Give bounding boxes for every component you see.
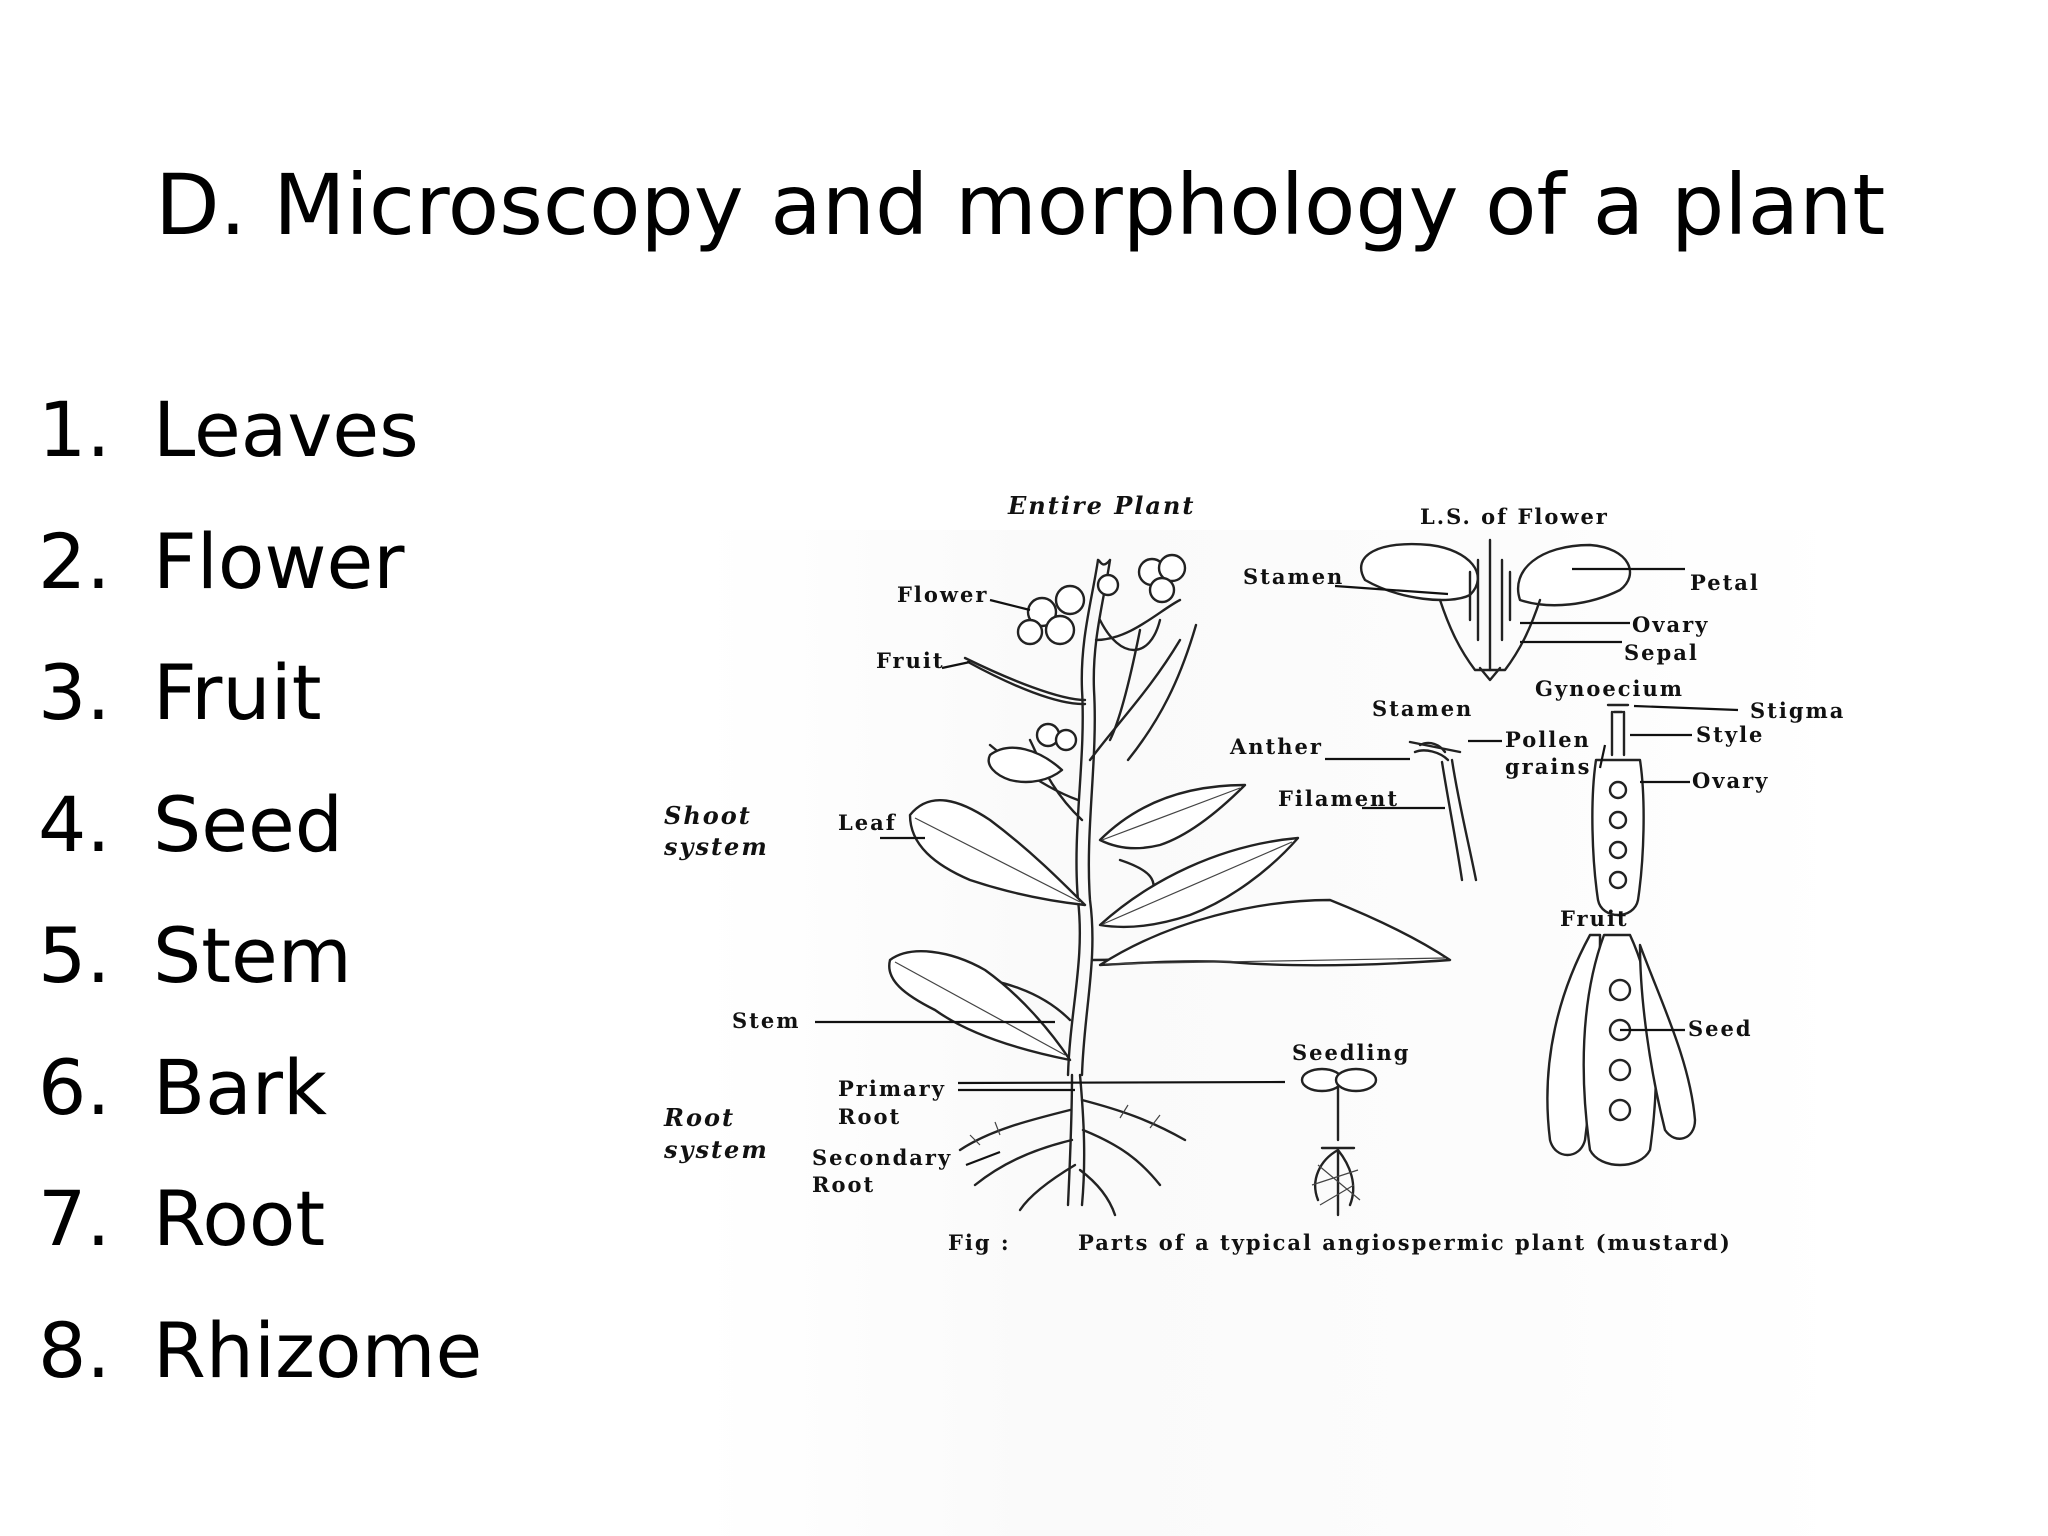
list-number: 7. xyxy=(38,1174,111,1263)
leaf-left-upper xyxy=(908,799,1087,907)
label-seed: Seed xyxy=(1688,1016,1753,1041)
diagram-labels: Entire Plant Flower Fruit Leaf Shoot sys… xyxy=(663,491,1845,1255)
list-label: Root xyxy=(153,1174,326,1263)
list-number: 2. xyxy=(38,516,111,606)
label-secondary: Secondary xyxy=(812,1145,952,1170)
list-label: Stem xyxy=(153,911,352,1000)
label-stigma: Stigma xyxy=(1750,698,1845,723)
label-style: Style xyxy=(1696,722,1764,747)
list-label: Seed xyxy=(153,779,343,869)
label-pollen-grains: grains xyxy=(1505,754,1591,779)
label-root-system: system xyxy=(663,1135,769,1164)
label-primary-root: Root xyxy=(838,1104,901,1129)
label-petal: Petal xyxy=(1690,570,1760,595)
list-item: 6. Bark xyxy=(38,1038,482,1170)
list-number: 6. xyxy=(38,1042,111,1132)
list-item: 8. Rhizome xyxy=(38,1301,482,1433)
gynoecium-drawing xyxy=(1591,703,1645,917)
label-primary: Primary xyxy=(838,1076,946,1101)
label-secondary-root: Root xyxy=(812,1172,875,1197)
list-number: 8. xyxy=(38,1305,111,1395)
leaf-right-lower xyxy=(1098,898,1452,967)
leaf-right-upper xyxy=(1098,783,1247,850)
list-item: 5. Stem xyxy=(38,906,482,1038)
root-sketch xyxy=(958,1073,1187,1217)
fruit-drawing xyxy=(1546,933,1697,1167)
label-flower: Flower xyxy=(897,582,988,607)
list-label: Leaves xyxy=(153,385,419,474)
label-anther: Anther xyxy=(1229,734,1323,759)
list-item: 3. Fruit xyxy=(38,643,482,775)
figure-caption: Parts of a typical angiospermic plant (m… xyxy=(1078,1230,1732,1255)
figure-label: Fig : xyxy=(948,1230,1011,1255)
list-number: 5. xyxy=(38,911,111,1000)
list-label: Bark xyxy=(153,1042,327,1132)
label-entire-plant: Entire Plant xyxy=(1007,491,1195,520)
label-sepal: Sepal xyxy=(1624,640,1699,665)
label-seedling: Seedling xyxy=(1292,1040,1410,1065)
label-ls-flower: L.S. of Flower xyxy=(1420,504,1609,529)
list-item: 7. Root xyxy=(38,1169,482,1301)
flower-sketch xyxy=(1016,553,1187,752)
plant-drawing xyxy=(888,553,1452,1217)
list-number: 4. xyxy=(38,779,111,869)
label-stamen-top: Stamen xyxy=(1243,564,1344,589)
list-label: Rhizome xyxy=(153,1305,483,1395)
list-number: 1. xyxy=(38,385,111,474)
list-number: 3. xyxy=(38,648,111,737)
label-leaf: Leaf xyxy=(838,810,897,835)
ls-flower-drawing xyxy=(1359,538,1632,682)
label-fruit: Fruit xyxy=(876,648,945,673)
label-gynoecium: Gynoecium xyxy=(1535,676,1684,701)
list-item: 1. Leaves xyxy=(38,380,482,512)
label-stem: Stem xyxy=(732,1008,800,1033)
list-label: Flower xyxy=(153,516,405,606)
label-ovary-top: Ovary xyxy=(1632,612,1709,637)
label-pollen: Pollen xyxy=(1505,727,1591,752)
list-item: 4. Seed xyxy=(38,775,482,907)
list-label: Fruit xyxy=(153,648,322,737)
label-shoot: Shoot xyxy=(664,801,752,830)
list-item: 2. Flower xyxy=(38,512,482,644)
label-root: Root xyxy=(663,1103,735,1132)
label-filament: Filament xyxy=(1278,786,1399,811)
leaf-left-lower xyxy=(888,950,1072,1062)
label-stamen-mid: Stamen xyxy=(1372,696,1473,721)
seedling-drawing xyxy=(1300,1067,1378,1217)
leader-lines xyxy=(815,567,1739,1167)
stamen-drawing xyxy=(1408,740,1478,882)
label-ovary-mid: Ovary xyxy=(1692,768,1769,793)
slide-title: D. Microscopy and morphology of a plant xyxy=(155,156,1886,254)
parts-list: 1.Leaves 2.Flower 3.Fruit 4.Seed 5.Stem … xyxy=(38,380,482,1432)
label-fruit-right: Fruit xyxy=(1560,906,1629,931)
label-shoot-system: system xyxy=(663,832,769,861)
